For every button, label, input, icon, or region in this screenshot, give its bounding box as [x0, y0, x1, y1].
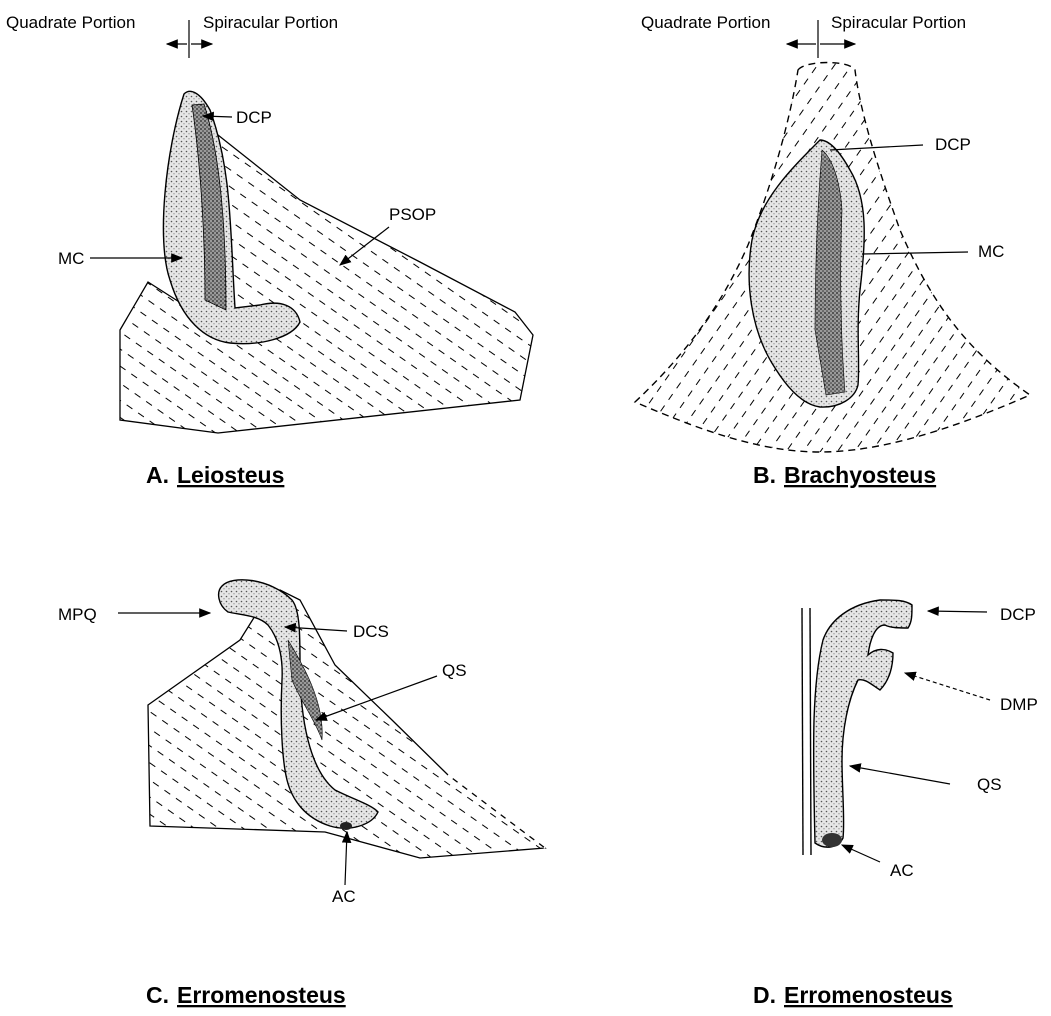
panel-c-label-mpq: MPQ: [58, 605, 97, 624]
panel-b-spiracular-label: Spiracular Portion: [831, 13, 966, 32]
panel-b-caption-letter: B.: [753, 462, 776, 488]
panel-c-label-qs: QS: [442, 661, 467, 680]
panel-c-caption-name: Erromenosteus: [177, 982, 346, 1008]
panel-a-label-psop: PSOP: [389, 205, 436, 224]
panel-d-label-qs: QS: [977, 775, 1002, 794]
panel-c-label-ac: AC: [332, 887, 356, 906]
panel-a-caption: A. Leiosteus: [146, 462, 284, 488]
panel-d-articular-condyle: [822, 833, 842, 847]
panel-c-articular-condyle: [340, 822, 352, 830]
panel-b-label-dcp: DCP: [935, 135, 971, 154]
panel-a-caption-name: Leiosteus: [177, 462, 284, 488]
panel-d-label-ac: AC: [890, 861, 914, 880]
panel-c: MPQ DCS QS AC C. Erromenosteus: [58, 580, 545, 1008]
panel-d-label-dcp: DCP: [1000, 605, 1036, 624]
panel-d-margin-line: [802, 608, 803, 855]
panel-d-caption-letter: D.: [753, 982, 776, 1008]
panel-d-caption-name: Erromenosteus: [784, 982, 953, 1008]
panel-c-caption-letter: C.: [146, 982, 169, 1008]
panel-a-caption-letter: A.: [146, 462, 169, 488]
panel-c-caption: C. Erromenosteus: [146, 982, 346, 1008]
panel-d-label-dmp: DMP: [1000, 695, 1038, 714]
panel-a-spiracular-label: Spiracular Portion: [203, 13, 338, 32]
panel-d-bone: [814, 600, 912, 847]
panel-d-caption: D. Erromenosteus: [753, 982, 953, 1008]
panel-b: Quadrate Portion Spiracular Portion DCP …: [635, 13, 1030, 488]
panel-b-caption-name: Brachyosteus: [784, 462, 936, 488]
panel-b-quadrate-label: Quadrate Portion: [641, 13, 770, 32]
panel-a-label-dcp: DCP: [236, 108, 272, 127]
panel-c-label-dcs: DCS: [353, 622, 389, 641]
panel-d: DCP DMP QS AC D. Erromenosteus: [753, 600, 1038, 1008]
panel-a-quadrate-label: Quadrate Portion: [6, 13, 135, 32]
panel-b-label-mc: MC: [978, 242, 1004, 261]
panel-a-label-mc: MC: [58, 249, 84, 268]
panel-a: Quadrate Portion Spiracular Portion DCP …: [6, 13, 533, 488]
panel-b-caption: B. Brachyosteus: [753, 462, 936, 488]
